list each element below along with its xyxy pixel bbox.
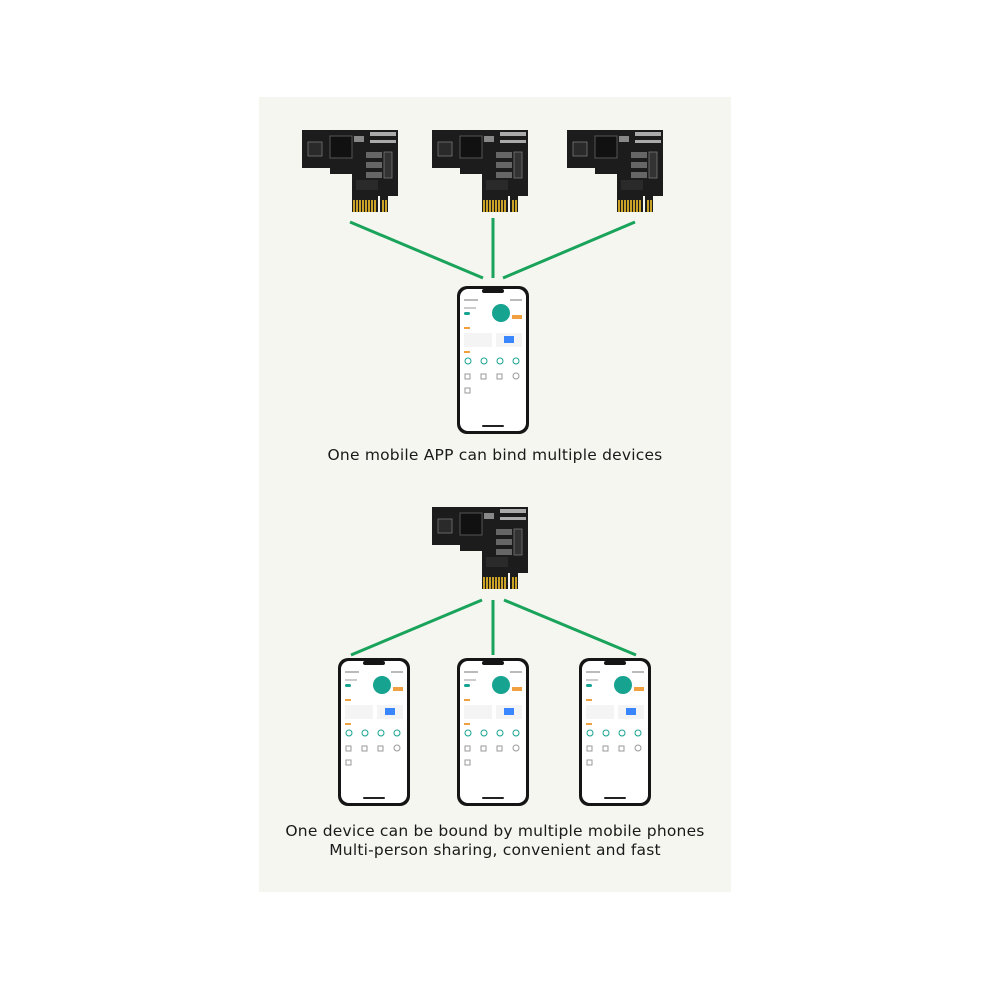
pcb-board-icon (565, 128, 665, 214)
connector-line (503, 598, 637, 657)
pcb-board-icon (430, 505, 530, 591)
smartphone-icon (456, 285, 530, 435)
caption-bottom-line1: One device can be bound by multiple mobi… (285, 822, 705, 840)
smartphone-icon (578, 657, 652, 807)
caption-top-text: One mobile APP can bind multiple devices (327, 446, 663, 464)
connector-line (350, 598, 483, 657)
caption-bottom-line2: Multi-person sharing, convenient and fas… (329, 841, 661, 859)
smartphone-icon (337, 657, 411, 807)
caption-top: One mobile APP can bind multiple devices (0, 446, 990, 465)
connector-line (349, 220, 484, 280)
caption-bottom: One device can be bound by multiple mobi… (0, 822, 990, 860)
smartphone-icon (456, 657, 530, 807)
pcb-board-icon (430, 128, 530, 214)
connector-line (502, 220, 636, 280)
pcb-board-icon (300, 128, 400, 214)
